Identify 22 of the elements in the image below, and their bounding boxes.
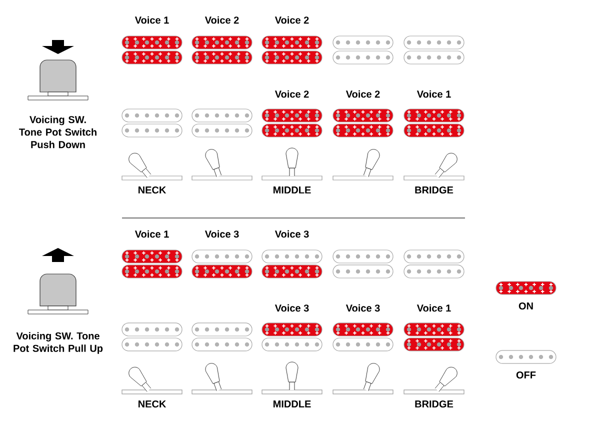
position-label: NECK <box>138 186 166 194</box>
voice-label: Voice 3 <box>204 230 239 238</box>
voice-label: Voice 2 <box>274 90 309 98</box>
position-label: BRIDGE <box>415 186 454 194</box>
voice-label: Voice 1 <box>416 304 451 312</box>
voice-label: Voice 2 <box>346 90 380 98</box>
voice-label: Voice 1 <box>134 230 169 238</box>
voice-label: Voice 1 <box>134 16 169 24</box>
position-label: MIDDLE <box>274 400 311 408</box>
voice-label: Voice 1 <box>416 90 451 98</box>
switch-caption: Voicing SW. Tone Pot Switch Push Down <box>19 116 96 148</box>
switch-caption: Voicing SW. Tone Pot Switch Pull Up <box>14 332 103 354</box>
position-label: NECK <box>138 400 166 408</box>
voice-label: Voice 2 <box>204 16 239 24</box>
voice-label: Voice 2 <box>274 16 309 24</box>
position-label: MIDDLE <box>274 186 311 194</box>
legend-label: ON <box>518 302 533 310</box>
legend-label: OFF <box>516 371 536 379</box>
voice-label: Voice 3 <box>274 304 309 312</box>
position-label: BRIDGE <box>415 400 454 408</box>
voice-label: Voice 3 <box>346 304 380 312</box>
voice-label: Voice 3 <box>274 230 309 238</box>
